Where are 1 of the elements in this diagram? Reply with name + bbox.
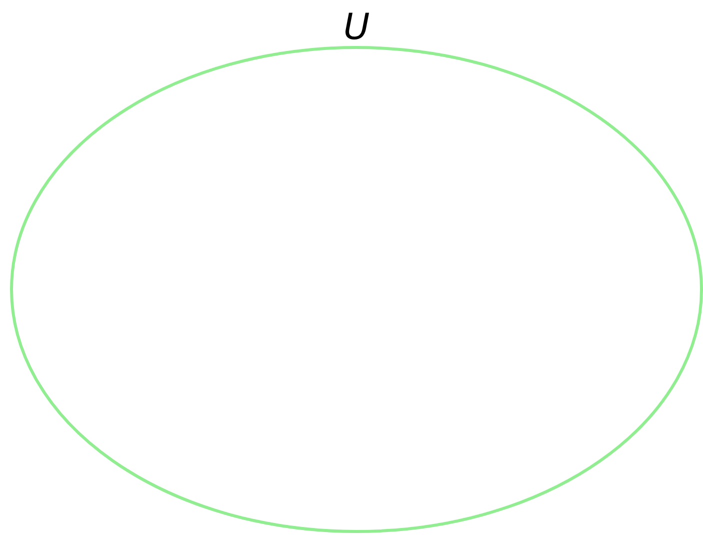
set-label: U bbox=[343, 10, 370, 46]
